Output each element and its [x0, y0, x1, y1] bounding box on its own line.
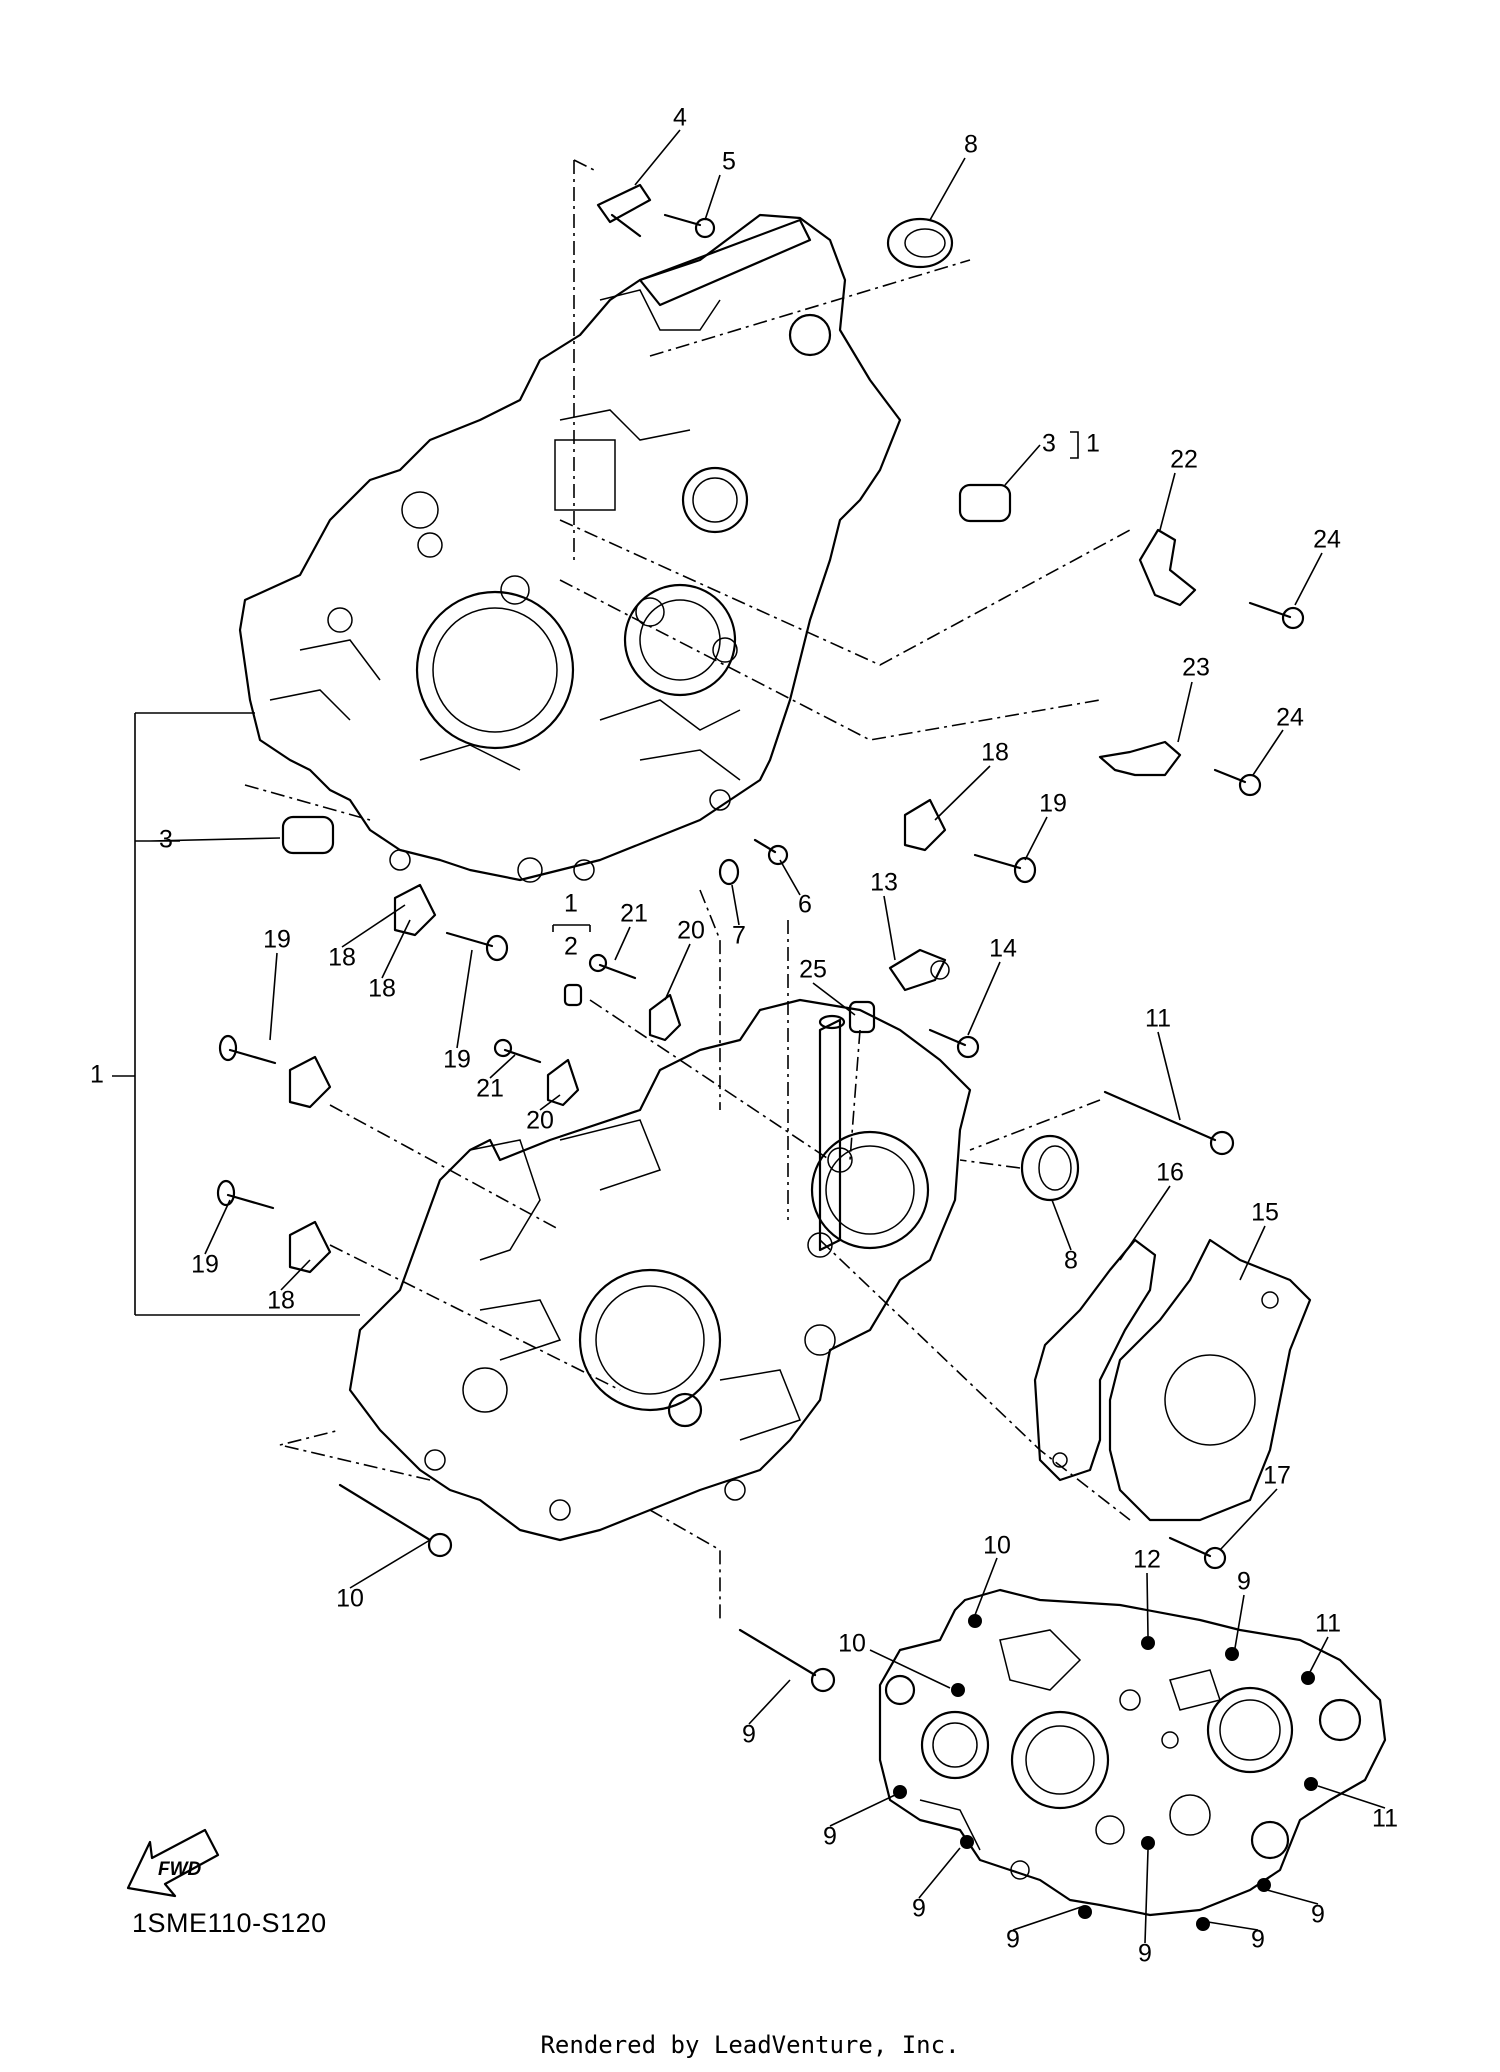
- sprocket-guard: [1033, 1238, 1312, 1522]
- callout-c9-d: 9: [912, 1895, 926, 1923]
- callout-c18-b: 18: [328, 944, 356, 972]
- callout-c19-d: 19: [191, 1251, 219, 1279]
- callout-c9-f: 9: [1138, 1940, 1152, 1968]
- callout-c20-a: 20: [677, 917, 705, 945]
- callout-c20-b: 20: [526, 1107, 554, 1135]
- callout-c7: 7: [732, 922, 746, 950]
- callout-c22: 22: [1170, 446, 1198, 474]
- callout-c18-a: 18: [981, 739, 1009, 767]
- callout-c19-b: 19: [263, 926, 291, 954]
- callout-c8-mid: 8: [1064, 1247, 1078, 1275]
- callout-c17: 17: [1263, 1462, 1291, 1490]
- callout-c9-h: 9: [1311, 1901, 1325, 1929]
- alignment-lines: [244, 159, 1131, 1620]
- callout-c6: 6: [798, 891, 812, 919]
- small-parts: [216, 183, 1305, 1693]
- callout-c18-d: 18: [267, 1287, 295, 1315]
- callout-c16: 16: [1156, 1159, 1184, 1187]
- callout-c11-b: 11: [1372, 1805, 1398, 1833]
- fwd-label: FWD: [158, 1859, 202, 1880]
- leader-lines: [112, 129, 1386, 1944]
- callout-c12: 12: [1133, 1546, 1161, 1574]
- callout-c21-a: 21: [620, 900, 648, 928]
- callout-c9-c: 9: [823, 1823, 837, 1851]
- callout-c24-b: 24: [1276, 704, 1304, 732]
- callout-c19-a: 19: [1039, 790, 1067, 818]
- callout-c5: 5: [722, 148, 736, 176]
- callout-c14: 14: [989, 935, 1017, 963]
- callout-c19-c: 19: [443, 1046, 471, 1074]
- callout-c25: 25: [799, 956, 827, 984]
- callout-c13: 13: [870, 869, 898, 897]
- crankcase-inner-view: [878, 1588, 1387, 1931]
- callout-c4: 4: [673, 104, 687, 132]
- callout-c15: 15: [1251, 1199, 1279, 1227]
- callout-c10-b: 10: [838, 1630, 866, 1658]
- fwd-arrow-icon: FWD: [126, 1828, 220, 1898]
- callout-c9-g: 9: [1251, 1926, 1265, 1954]
- callout-c24-a: 24: [1313, 526, 1341, 554]
- callout-c8-top: 8: [964, 131, 978, 159]
- callout-c1-bracket: 1: [1086, 430, 1100, 458]
- render-credit: Rendered by LeadVenture, Inc.: [540, 2031, 960, 2059]
- callout-c9-e: 9: [1006, 1926, 1020, 1954]
- callout-c3-top: 3: [1042, 430, 1056, 458]
- callout-c11-a: 11: [1315, 1610, 1341, 1638]
- callout-c1-left: 1: [90, 1061, 104, 1089]
- callout-c10-a: 10: [983, 1532, 1011, 1560]
- callout-c9-b: 9: [1237, 1568, 1251, 1596]
- callout-c23: 23: [1182, 654, 1210, 682]
- callout-c21-b: 21: [476, 1075, 504, 1103]
- callout-c10-mid: 10: [336, 1585, 364, 1613]
- callout-c9-a: 9: [742, 1721, 756, 1749]
- crankcase-right-half: [238, 213, 902, 883]
- callout-c18-c: 18: [368, 975, 396, 1003]
- callout-c2: 2: [564, 933, 578, 961]
- callout-c3-left: 3: [159, 826, 173, 854]
- crankcase-left-half: [348, 998, 972, 1542]
- diagram-code: 1SME110-S120: [132, 1908, 327, 1938]
- callout-c11-top: 11: [1145, 1005, 1171, 1033]
- callout-c1-small: 1: [564, 890, 578, 918]
